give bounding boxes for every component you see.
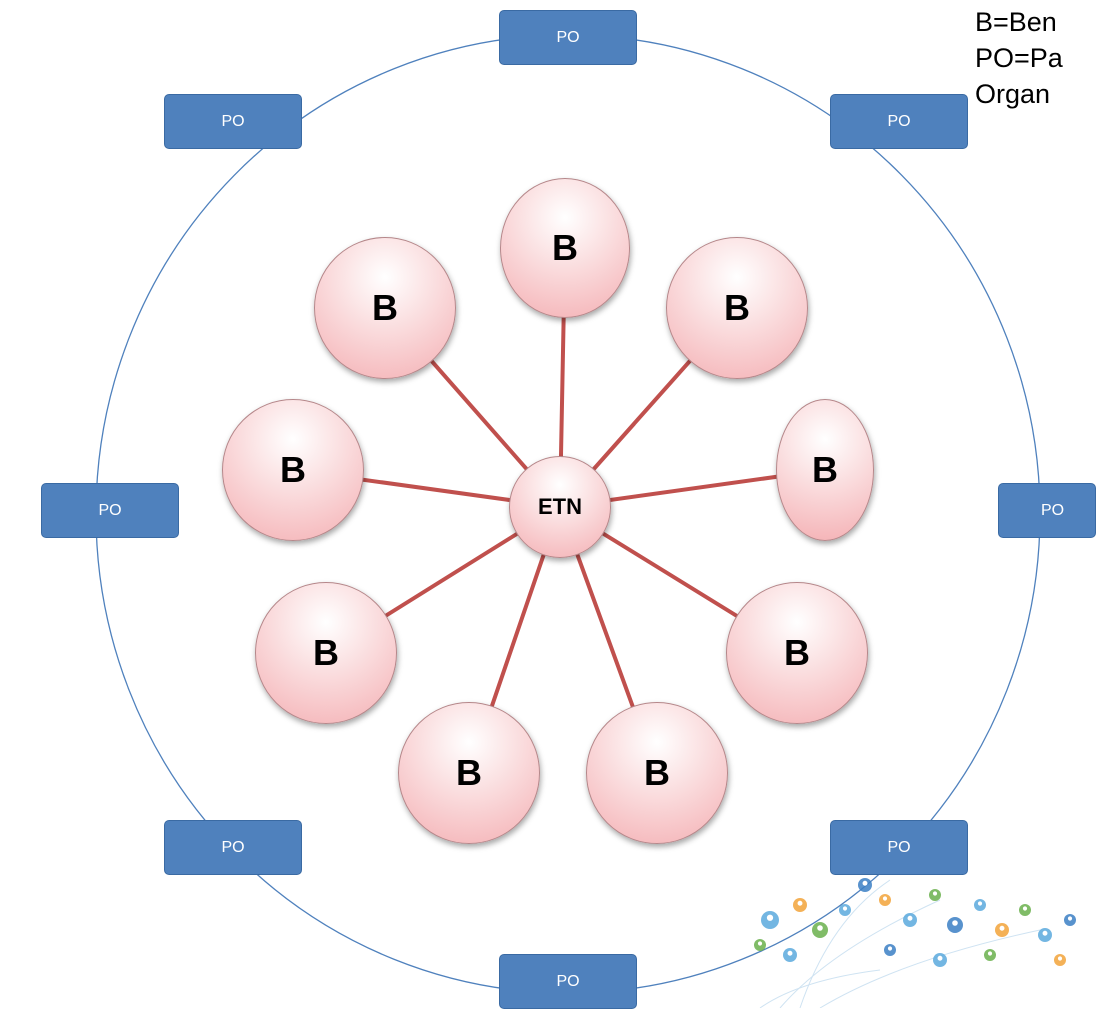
network-people-logo bbox=[754, 878, 1076, 1008]
logo-person-head bbox=[932, 891, 938, 896]
etn-hub-node[interactable]: ETN bbox=[509, 456, 611, 558]
beneficiary-node[interactable]: B bbox=[666, 237, 808, 379]
logo-person-head bbox=[1057, 956, 1063, 961]
partner-organisation-box[interactable]: PO bbox=[164, 94, 302, 149]
beneficiary-node[interactable]: B bbox=[726, 582, 868, 724]
logo-person-head bbox=[862, 880, 868, 886]
partner-organisation-box[interactable]: PO bbox=[41, 483, 179, 538]
partner-organisation-box[interactable]: PO bbox=[164, 820, 302, 875]
legend-line-organisation: Organ bbox=[975, 79, 1051, 109]
beneficiary-node[interactable]: B bbox=[255, 582, 397, 724]
logo-person-head bbox=[797, 900, 803, 906]
partner-organisation-box[interactable]: PO bbox=[998, 483, 1096, 538]
beneficiary-node[interactable]: B bbox=[314, 237, 456, 379]
logo-person-head bbox=[907, 915, 913, 921]
logo-person-head bbox=[1042, 930, 1048, 936]
partner-organisation-box[interactable]: PO bbox=[499, 954, 637, 1009]
legend-line-beneficiary: B=Ben bbox=[975, 7, 1057, 37]
logo-person-head bbox=[952, 920, 958, 926]
logo-person-head bbox=[787, 950, 793, 956]
legend: B=Ben PO=Pa Organ bbox=[975, 4, 1096, 112]
beneficiary-node[interactable]: B bbox=[398, 702, 540, 844]
partner-organisation-box[interactable]: PO bbox=[830, 94, 968, 149]
logo-person-head bbox=[887, 946, 893, 951]
partner-organisation-box[interactable]: PO bbox=[830, 820, 968, 875]
logo-person-head bbox=[987, 951, 993, 956]
logo-person-head bbox=[977, 901, 983, 906]
logo-person-head bbox=[842, 906, 848, 911]
beneficiary-node[interactable]: B bbox=[222, 399, 364, 541]
beneficiary-node[interactable]: B bbox=[500, 178, 630, 318]
logo-person-head bbox=[1022, 906, 1028, 911]
logo-person-head bbox=[766, 914, 774, 921]
partner-organisation-box[interactable]: PO bbox=[499, 10, 637, 65]
logo-person-head bbox=[937, 955, 943, 961]
beneficiary-node[interactable]: B bbox=[776, 399, 874, 541]
beneficiary-node[interactable]: B bbox=[586, 702, 728, 844]
logo-person-head bbox=[882, 896, 888, 901]
logo-person-head bbox=[817, 925, 823, 931]
logo-person-head bbox=[757, 941, 763, 946]
legend-line-partner: PO=Pa bbox=[975, 43, 1063, 73]
logo-person-head bbox=[1067, 916, 1073, 921]
logo-person-head bbox=[999, 925, 1005, 931]
